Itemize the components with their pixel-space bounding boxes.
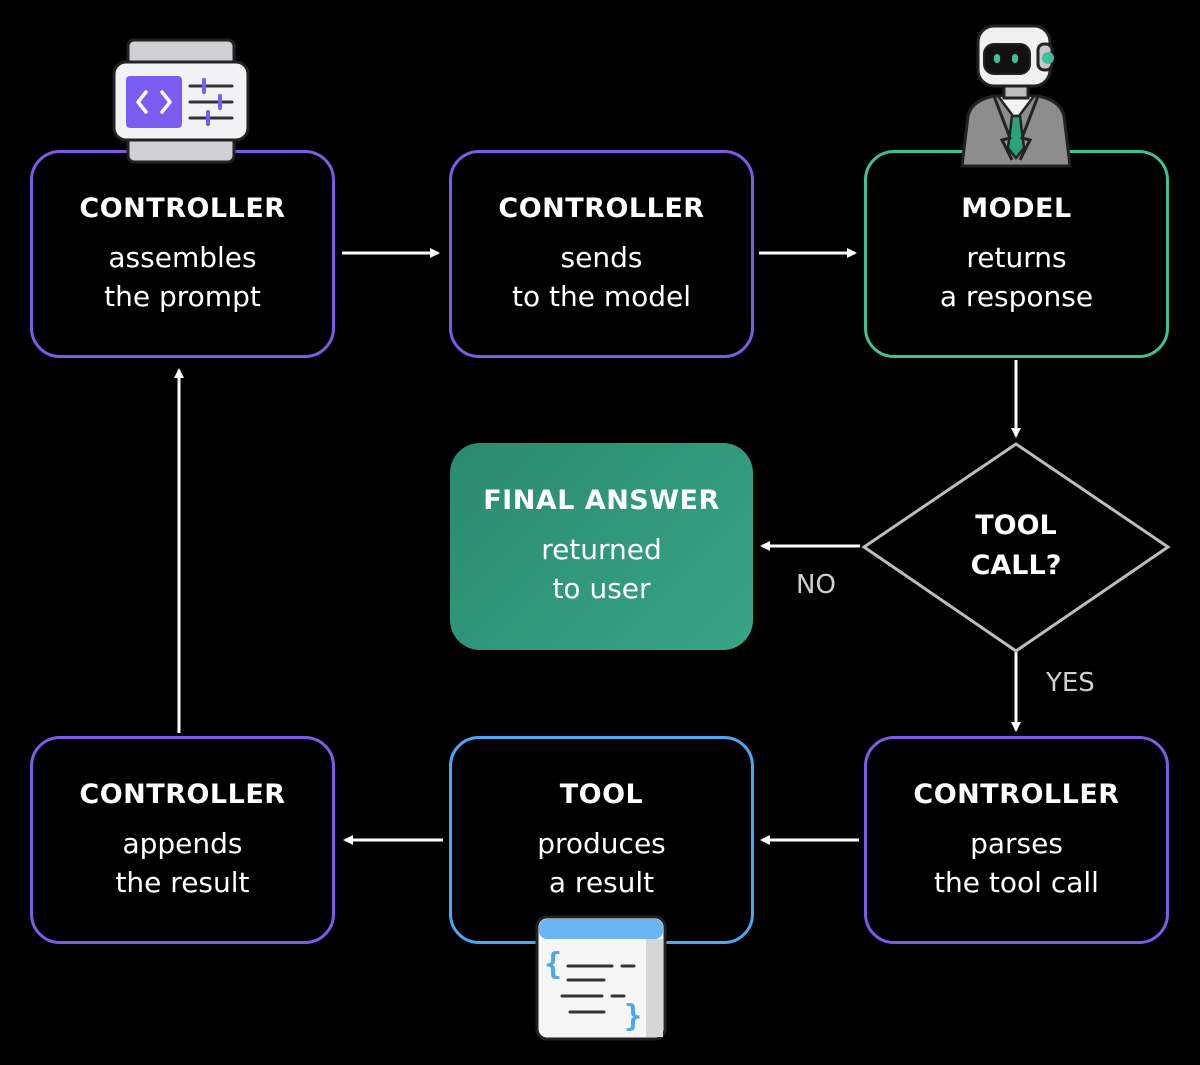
chip-code-settings-icon — [112, 38, 250, 164]
node-controller-appends: CONTROLLER appends the result — [30, 736, 335, 944]
node-controller-sends: CONTROLLER sends to the model — [449, 150, 754, 358]
node-title: MODEL — [961, 192, 1072, 224]
node-line-2: a response — [939, 279, 1094, 313]
robot-in-suit-icon — [960, 24, 1072, 168]
svg-text:}: } — [624, 999, 642, 1034]
node-final-answer: FINAL ANSWER returned to user — [450, 443, 753, 650]
node-line-1: returns — [966, 240, 1067, 274]
node-line-1: produces — [537, 826, 666, 860]
node-tool-produces: TOOL produces a result — [449, 736, 754, 944]
code-document-icon: { } — [535, 915, 667, 1041]
node-title: CONTROLLER — [913, 778, 1120, 810]
node-line-1: parses — [970, 826, 1063, 860]
decision-line-2: CALL? — [970, 550, 1062, 581]
decision-label: TOOL CALL? — [866, 506, 1166, 586]
node-controller-parses: CONTROLLER parses the tool call — [864, 736, 1169, 944]
node-title: CONTROLLER — [79, 778, 286, 810]
node-title: TOOL — [559, 778, 644, 810]
node-title: FINAL ANSWER — [483, 485, 720, 516]
node-line-1: assembles — [108, 240, 257, 274]
node-line-2: to user — [552, 572, 651, 605]
node-line-2: the tool call — [934, 865, 1099, 899]
svg-text:{: { — [544, 947, 562, 982]
node-line-1: appends — [122, 826, 243, 860]
node-title: CONTROLLER — [79, 192, 286, 224]
node-title: CONTROLLER — [498, 192, 705, 224]
node-line-2: a result — [548, 865, 655, 899]
node-line-1: returned — [541, 533, 662, 566]
edge-label-yes: YES — [1046, 668, 1095, 698]
node-line-2: to the model — [511, 279, 692, 313]
decision-line-1: TOOL — [975, 510, 1057, 541]
node-line-2: the prompt — [104, 279, 261, 313]
node-model-returns: MODEL returns a response — [864, 150, 1169, 358]
edge-label-no: NO — [796, 570, 836, 600]
node-controller-assembles: CONTROLLER assembles the prompt — [30, 150, 335, 358]
node-line-1: sends — [560, 240, 643, 274]
decision-diamond — [861, 442, 1171, 653]
node-line-2: the result — [115, 865, 250, 899]
